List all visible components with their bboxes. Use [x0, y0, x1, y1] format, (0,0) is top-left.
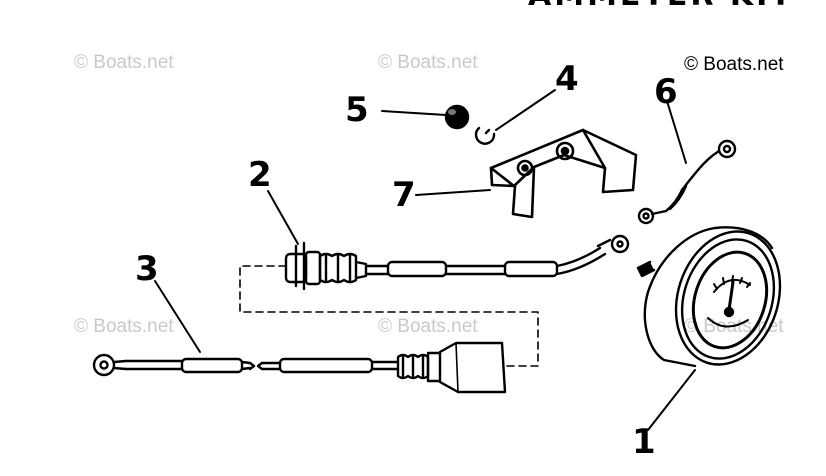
- watermark: © Boats.net: [74, 52, 174, 73]
- lock-washer-part-4: [474, 126, 496, 145]
- watermark: © Boats.net: [378, 52, 478, 73]
- wire-harness-part-3: [92, 341, 507, 394]
- diagram-title: AMMETER KIT: [528, 0, 794, 13]
- callout-3: 3: [135, 249, 159, 289]
- nut-part-5: [444, 104, 470, 130]
- ammeter-gauge-part-1: [636, 226, 782, 368]
- callout-7: 7: [392, 175, 416, 215]
- callout-5: 5: [345, 90, 369, 130]
- callout-2: 2: [248, 155, 272, 195]
- copyright-label: © Boats.net: [684, 54, 784, 75]
- mounting-bracket-part-7: [489, 128, 638, 219]
- watermark: © Boats.net: [378, 316, 478, 337]
- leader-lines: [154, 89, 696, 431]
- wire-harness-part-2: [284, 234, 630, 291]
- connection-guide-dashed: [239, 265, 539, 367]
- callout-4: 4: [555, 59, 579, 99]
- callout-1: 1: [632, 422, 656, 462]
- jumper-wire-part-6: [637, 139, 737, 225]
- watermark: © Boats.net: [74, 316, 174, 337]
- callout-6: 6: [654, 72, 678, 112]
